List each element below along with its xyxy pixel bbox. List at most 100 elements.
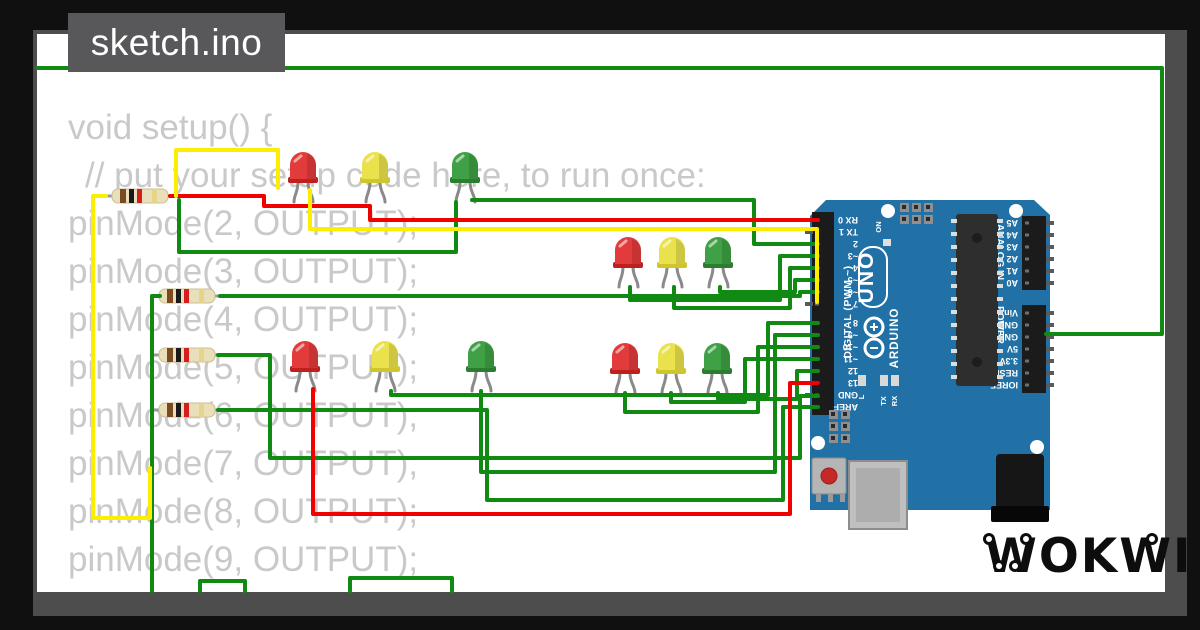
status-led bbox=[880, 375, 888, 386]
pin-label: A3 bbox=[1006, 242, 1018, 252]
led-yellow[interactable] bbox=[656, 343, 686, 395]
sketch-tab[interactable]: sketch.ino bbox=[68, 13, 285, 72]
pin-label: 7 bbox=[853, 299, 858, 309]
led-yellow[interactable] bbox=[657, 237, 687, 289]
status-led-label: L bbox=[857, 394, 866, 399]
logo-node-ring bbox=[993, 560, 1005, 572]
pin-label: AREF bbox=[833, 402, 858, 412]
resistor[interactable] bbox=[152, 402, 222, 418]
power-jack bbox=[996, 454, 1044, 514]
pin-label: A2 bbox=[1006, 254, 1018, 264]
pin-label: ~5 bbox=[848, 275, 858, 285]
pin-label: 5V bbox=[1007, 344, 1018, 354]
logo-node-ring bbox=[1146, 533, 1158, 545]
arduino-brand-label: ARDUINO bbox=[889, 308, 901, 369]
arduino-logo-plus bbox=[863, 316, 885, 338]
wire-green bbox=[672, 266, 820, 310]
led-green[interactable] bbox=[703, 237, 733, 289]
code-line-7: pinMode(7, OUTPUT); bbox=[68, 444, 419, 483]
code-line-3: pinMode(3, OUTPUT); bbox=[68, 252, 419, 291]
pin-label: ~11 bbox=[843, 354, 858, 364]
code-line-8: pinMode(8, OUTPUT); bbox=[68, 492, 419, 531]
code-line-10: pinMode(10, OUTPUT); bbox=[68, 584, 1148, 592]
pin-label: 8 bbox=[853, 318, 858, 328]
pin-label: Vin bbox=[1004, 308, 1018, 318]
pin-label: A5 bbox=[1006, 218, 1018, 228]
pin-label: ~10 bbox=[843, 342, 858, 352]
wire-green bbox=[718, 278, 820, 294]
pin-label: 4 bbox=[853, 263, 858, 273]
code-line-2: pinMode(2, OUTPUT); bbox=[68, 204, 419, 243]
led-red[interactable] bbox=[610, 343, 640, 395]
pin-label: GND bbox=[838, 390, 859, 400]
reset-button-cap[interactable] bbox=[820, 467, 838, 485]
status-led-label: RX bbox=[890, 396, 899, 406]
sketch-tab-label: sketch.ino bbox=[90, 21, 263, 63]
code-area: void setup() {// put your setup code her… bbox=[68, 104, 1148, 592]
pin-label: 13 bbox=[848, 378, 858, 388]
led-green[interactable] bbox=[450, 152, 480, 204]
wire-green bbox=[389, 321, 820, 397]
wokwi-logo: WOKWI bbox=[983, 529, 1193, 584]
pin-label: A0 bbox=[1006, 278, 1018, 288]
wire-green bbox=[669, 357, 820, 404]
mounting-hole bbox=[881, 204, 895, 218]
wire-green bbox=[348, 576, 454, 593]
digital-section-label: DIGITAL (PWM ~) bbox=[842, 265, 854, 358]
resistor[interactable] bbox=[152, 288, 222, 304]
resistor[interactable] bbox=[152, 347, 222, 363]
wire-red bbox=[311, 381, 820, 516]
pin-header[interactable] bbox=[812, 315, 834, 415]
led-yellow[interactable] bbox=[370, 341, 400, 393]
wire-green bbox=[35, 66, 1164, 336]
wire-yellow bbox=[308, 188, 819, 304]
led-red[interactable] bbox=[288, 152, 318, 204]
status-led bbox=[858, 375, 866, 386]
analog-section-label: ANALOG IN bbox=[994, 224, 1005, 280]
led-yellow[interactable] bbox=[360, 152, 390, 204]
svg-text:WOKWI: WOKWI bbox=[985, 529, 1193, 584]
resistor[interactable] bbox=[105, 188, 175, 204]
wire-green bbox=[150, 294, 162, 593]
wire-yellow bbox=[174, 148, 280, 198]
wire-green bbox=[479, 333, 820, 474]
pin-label: ~9 bbox=[848, 330, 858, 340]
wire-green bbox=[198, 579, 247, 593]
on-label: ON bbox=[874, 221, 883, 232]
mounting-hole bbox=[811, 436, 825, 450]
wire-green bbox=[216, 405, 820, 502]
logo-node-ring bbox=[983, 533, 995, 545]
arduino-uno-board[interactable]: RX 0TX 12~34~5~678~9~10~111213GNDAREFA5A… bbox=[805, 200, 1054, 530]
led-red[interactable] bbox=[613, 237, 643, 289]
status-led bbox=[891, 375, 899, 386]
wire-yellow bbox=[91, 194, 152, 520]
status-led-label: TX bbox=[879, 396, 888, 406]
wire-green bbox=[216, 353, 820, 460]
pin-label: 3.3V bbox=[999, 356, 1018, 366]
led-green[interactable] bbox=[466, 341, 496, 393]
pin-label: 2 bbox=[853, 239, 858, 249]
power-led bbox=[883, 239, 891, 246]
pin-label: TX 1 bbox=[839, 227, 858, 237]
pin-label: 12 bbox=[848, 366, 858, 376]
pin-label: IOREF bbox=[990, 380, 1018, 390]
code-line-0: void setup() { bbox=[68, 108, 273, 147]
pin-header[interactable] bbox=[1022, 216, 1046, 290]
pin-label: A4 bbox=[1006, 230, 1018, 240]
led-red[interactable] bbox=[290, 341, 320, 393]
code-line-9: pinMode(9, OUTPUT); bbox=[68, 540, 419, 579]
wire-red bbox=[168, 194, 820, 222]
wire-green bbox=[623, 345, 820, 414]
code-line-6: pinMode(6, OUTPUT); bbox=[68, 396, 419, 435]
pin-label: RESET bbox=[987, 368, 1018, 378]
pin-label: RX 0 bbox=[838, 215, 858, 225]
code-line-4: pinMode(4, OUTPUT); bbox=[68, 300, 419, 339]
atmega-chip[interactable] bbox=[956, 214, 998, 386]
uno-label: UNO bbox=[855, 251, 878, 304]
arduino-logo-minus bbox=[863, 337, 885, 359]
led-green[interactable] bbox=[702, 343, 732, 395]
pin-label: GND bbox=[998, 332, 1019, 342]
logo-node-ring bbox=[1009, 560, 1021, 572]
logo-node-ring bbox=[1020, 533, 1032, 545]
